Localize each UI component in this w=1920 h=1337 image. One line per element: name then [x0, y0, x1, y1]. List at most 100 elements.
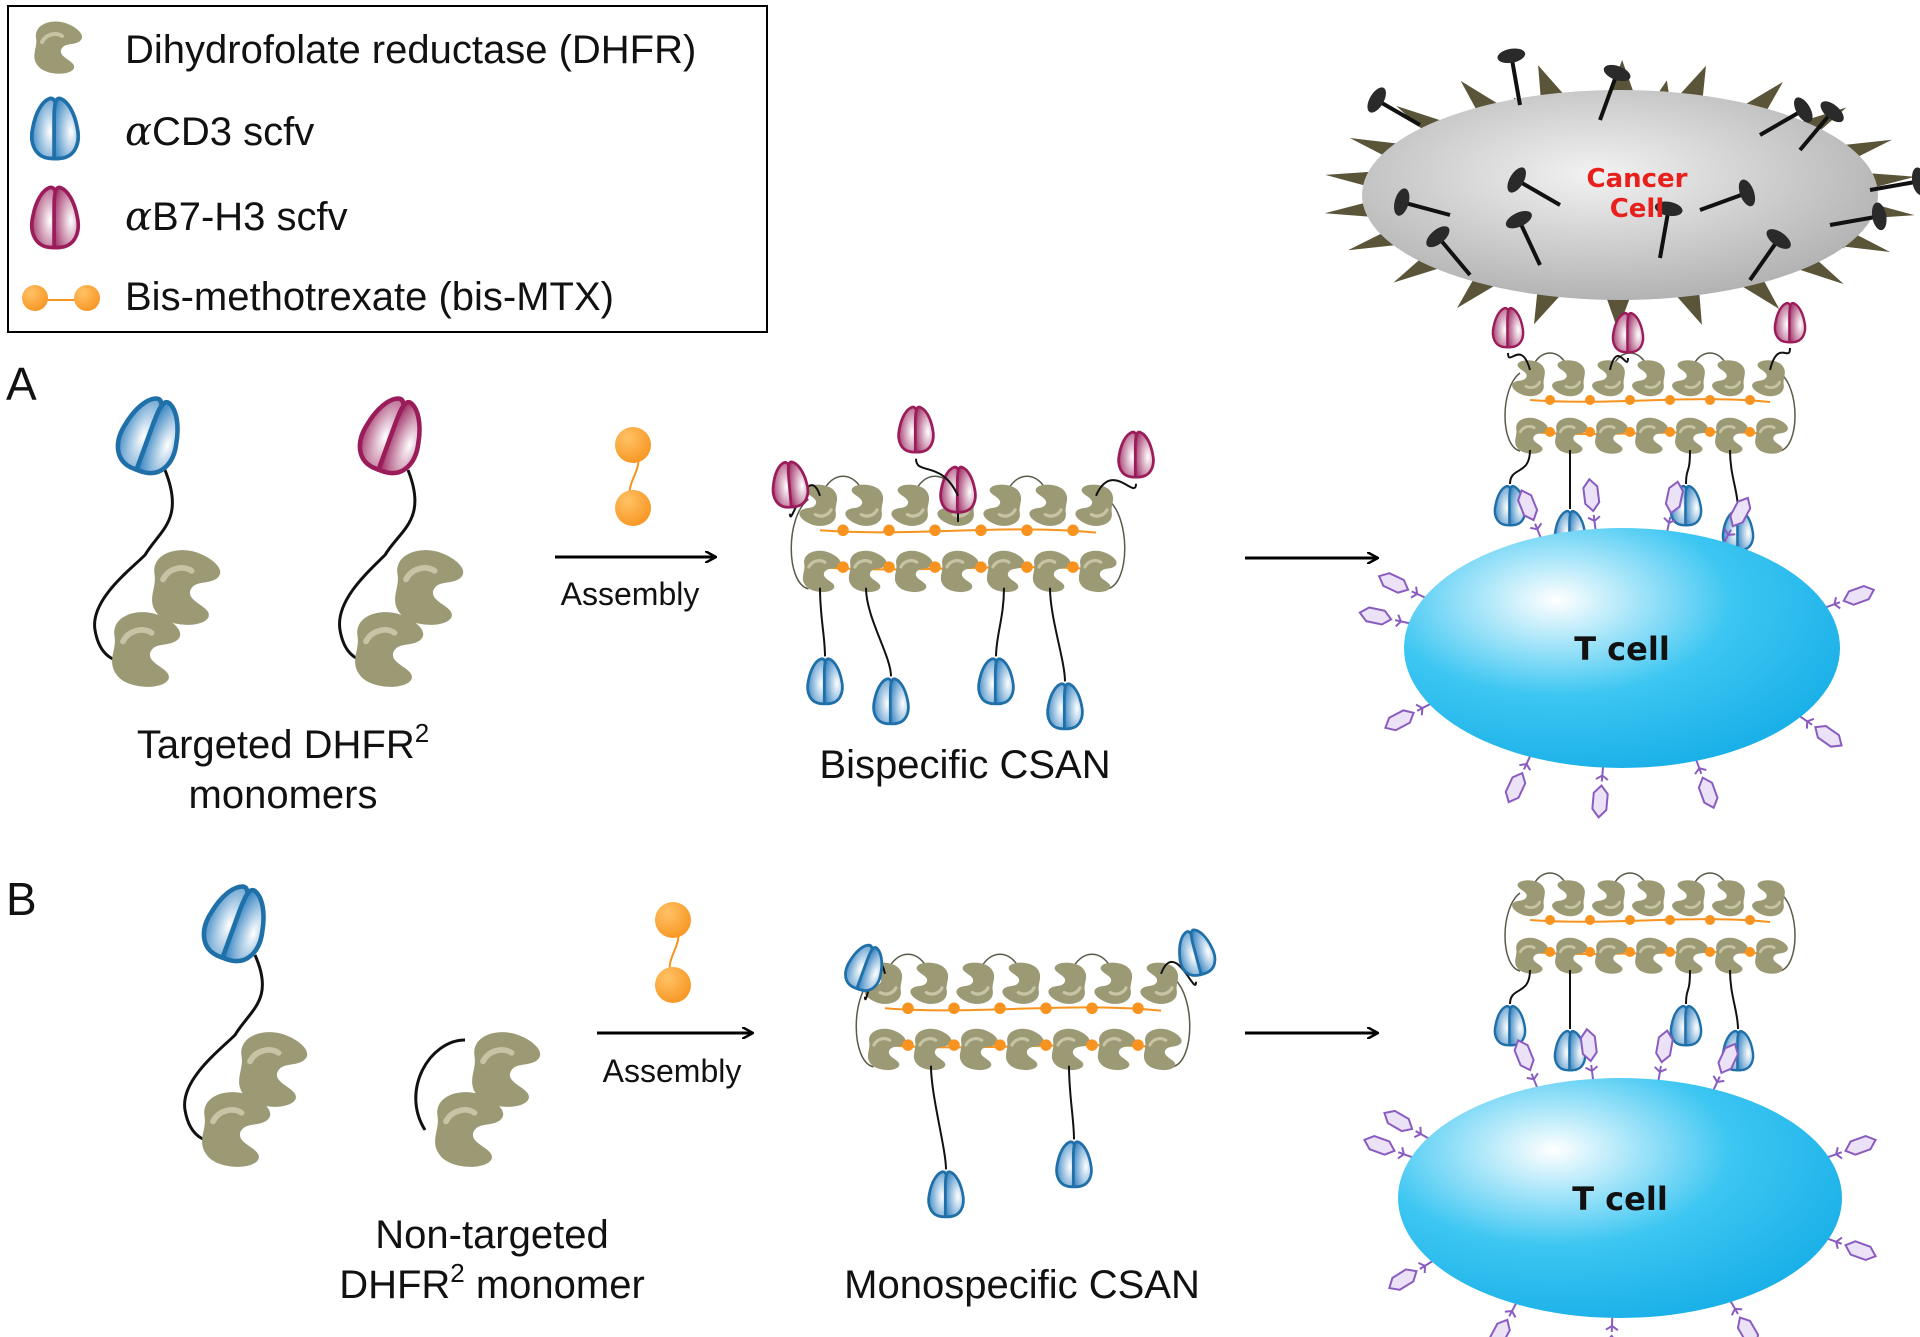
bis-mtx-dot: [994, 1002, 1006, 1015]
bis-mtx-dot: [1665, 395, 1675, 405]
panel-b-t-cell: [1398, 1078, 1842, 1318]
bis-mtx-dot: [994, 1039, 1006, 1051]
bis-mtx-dot: [1745, 947, 1755, 957]
dhfr-icon: [912, 1027, 954, 1072]
cd3-scfv-icon: [1055, 1140, 1093, 1189]
dhfr-icon: [1630, 358, 1667, 398]
bis-mtx-dot: [1545, 915, 1555, 925]
cd3-scfv-icon: [1046, 682, 1084, 731]
cancer-cell-label-1: Cancer: [1586, 164, 1687, 194]
panel-a-monomers-label: Targeted DHFR2: [137, 718, 429, 767]
panel-b-monomer-label-1: Non-targeted: [375, 1213, 608, 1257]
bis-mtx-dot: [883, 561, 895, 573]
panel-a-letter: A: [6, 358, 37, 410]
dhfr-icon: [435, 1092, 503, 1167]
bis-mtx-dot: [1705, 395, 1715, 405]
dhfr-icon: [908, 960, 950, 1006]
b7h3-scfv-icon: [353, 391, 432, 480]
dhfr-icon: [1753, 416, 1790, 456]
dhfr-icon: [1138, 960, 1180, 1006]
dhfr-icon: [1510, 878, 1547, 918]
scfv-linker: [1609, 355, 1629, 371]
panel-a-t-cell-label: T cell: [1574, 630, 1670, 668]
dhfr-icon: [958, 1027, 1000, 1072]
panel-b-bound-csan: [1493, 872, 1796, 1072]
dhfr-icon: [1710, 878, 1747, 918]
dhfr-icon: [1633, 936, 1670, 976]
bis-mtx-dot: [1545, 947, 1555, 957]
dhfr-icon: [1004, 1027, 1046, 1072]
panel-b-letter: B: [6, 873, 37, 925]
dhfr-icon: [1673, 416, 1710, 456]
dhfr-icon: [801, 549, 843, 594]
dhfr-icon: [866, 1027, 908, 1072]
bis-mtx-dot: [1040, 1002, 1052, 1015]
cd3-scfv-icon: [1493, 1004, 1527, 1047]
csan-linker: [1504, 372, 1521, 452]
dhfr-icon: [202, 1092, 270, 1167]
cd3-scfv-icon: [977, 657, 1015, 706]
cd3-scfv-icon: [927, 1170, 965, 1219]
bis-mtx-dot: [1585, 915, 1595, 925]
bis-mtx-dot: [1625, 427, 1635, 437]
dhfr-icon: [1630, 878, 1667, 918]
panel-b-bis-mtx: [655, 902, 691, 1003]
bis-mtx-dot: [837, 524, 849, 537]
bis-mtx-dot: [1585, 427, 1595, 437]
bis-mtx-dot: [1067, 524, 1079, 537]
dhfr-icon: [1633, 416, 1670, 456]
bis-mtx-dot: [948, 1002, 960, 1015]
scfv-linker: [819, 587, 826, 657]
panel-a-bound-csan: [1491, 301, 1807, 552]
bis-mtx-dot: [1086, 1039, 1098, 1051]
bis-mtx-dot: [837, 561, 849, 573]
dhfr-icon: [1073, 482, 1115, 528]
b7h3-antigen-icon: [1361, 82, 1429, 140]
dhfr-icon: [889, 482, 931, 528]
panel-a-cd3-monomer: [93, 391, 221, 687]
dhfr-icon: [1713, 416, 1750, 456]
bis-mtx-dot: [902, 1039, 914, 1051]
dhfr-icon: [1713, 936, 1750, 976]
dhfr-icon: [893, 549, 935, 594]
bis-mtx-dot: [1665, 947, 1675, 957]
dhfr-icon: [1031, 549, 1073, 594]
b7h3-scfv-legend-icon: [29, 185, 81, 250]
dhfr-icon: [1513, 936, 1550, 976]
b7h3-scfv-icon: [1117, 430, 1155, 479]
legend-cd3-label: αCD3 scfv: [125, 109, 314, 155]
cd3-receptor-icon: [1590, 757, 1612, 819]
dhfr-icon: [1670, 878, 1707, 918]
scfv-linker: [930, 1065, 947, 1170]
bis-mtx-dot: [1625, 915, 1635, 925]
bis-mtx-legend-icon: [22, 285, 100, 311]
panel-b-t-cell-label: T cell: [1572, 1180, 1668, 1218]
bis-mtx-dot: [929, 524, 941, 537]
panel-a-assembly-label: Assembly: [561, 576, 700, 612]
panel-a-csan-label: Bispecific CSAN: [819, 743, 1110, 787]
dhfr-icon: [1553, 416, 1590, 456]
bis-mtx-dot: [1625, 947, 1635, 957]
scfv-linker: [1685, 449, 1691, 485]
bis-mtx-dot: [975, 561, 987, 573]
csan-linker: [790, 498, 809, 590]
csan-linker: [1779, 892, 1796, 972]
dhfr-icon: [1670, 358, 1707, 398]
dhfr-icon: [1710, 358, 1747, 398]
scfv-linker: [1729, 969, 1739, 1030]
bis-mtx-dot: [1745, 427, 1755, 437]
dhfr-icon: [985, 549, 1027, 594]
scfv-linker: [1729, 449, 1739, 510]
bis-mtx-dot: [975, 524, 987, 537]
panel-b-dhfr-monomer: [414, 1032, 540, 1167]
cancer-cell: [1362, 90, 1878, 300]
scfv-linker: [1509, 449, 1531, 485]
bis-mtx-link: [819, 528, 1097, 534]
bis-mtx-dot: [1745, 915, 1755, 925]
legend-mtx-label: Bis-methotrexate (bis-MTX): [125, 275, 614, 319]
scfv-linker: [1049, 587, 1066, 682]
b7h3-scfv-icon: [769, 459, 811, 510]
bis-mtx-dot: [1665, 915, 1675, 925]
legend-box: [7, 5, 768, 333]
